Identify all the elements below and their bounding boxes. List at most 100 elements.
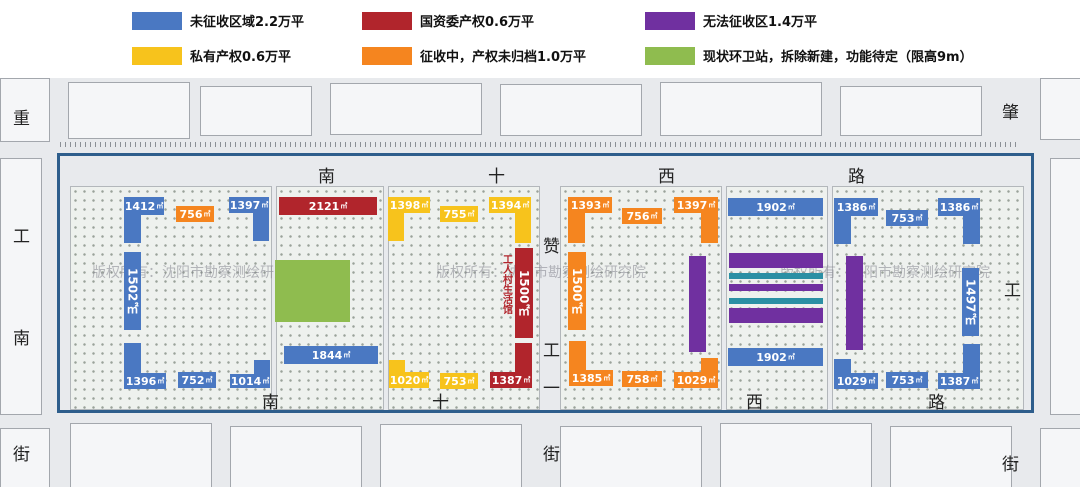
parcel-sanitation-station — [275, 260, 350, 322]
legend-item-private: 私有产权0.6万平 — [132, 46, 291, 65]
road-name: 西 — [746, 393, 763, 413]
legend-item-unexpropriated: 未征收区域2.2万平 — [132, 11, 304, 30]
legend-item-cannot-expropriate: 无法征收区1.4万平 — [645, 11, 817, 30]
map-block — [1040, 428, 1080, 487]
parcel-purple-bar — [729, 308, 823, 323]
road-name: 南 — [318, 167, 335, 187]
map-block — [500, 84, 642, 136]
road-name: 路 — [928, 393, 945, 413]
road-name: 街 — [1002, 455, 1019, 475]
road-name: 西 — [658, 167, 675, 187]
road-name: 南 — [262, 393, 279, 413]
parcel-1393-leg — [568, 213, 585, 243]
map-block — [890, 426, 1012, 487]
watermark: 版权所有：沈阳市勘察测绘研究院 — [436, 265, 646, 281]
map-block — [0, 428, 50, 487]
parcel-purple-bar — [729, 284, 823, 291]
parcel-1398-leg — [388, 213, 404, 241]
legend-item-state-owned: 国资委产权0.6万平 — [362, 11, 534, 30]
map-block — [840, 86, 982, 136]
parcel-1014-leg — [254, 360, 270, 374]
parcel-1387b-leg — [963, 344, 980, 374]
map-block — [720, 423, 872, 487]
parcel-1386a-leg — [834, 216, 851, 244]
parcel-1386b-leg — [963, 216, 980, 244]
map-block — [200, 86, 312, 136]
legend-swatch-yellow — [132, 46, 182, 65]
parcel-1385-leg — [569, 341, 586, 371]
parcel-1020-leg — [389, 360, 405, 374]
road-name: 工 — [1004, 281, 1021, 301]
legend-swatch-orange — [362, 46, 412, 65]
road-name: 肇 — [1002, 103, 1019, 123]
map-block — [0, 78, 50, 142]
road-name: 十 — [432, 393, 449, 413]
watermark: 版权所有：沈阳市勘察测绘研究院 — [92, 265, 302, 281]
legend: 未征收区域2.2万平 国资委产权0.6万平 无法征收区1.4万平 私有产权0.6… — [0, 0, 1080, 78]
parcel-1412-leg — [124, 215, 141, 243]
watermark: 版权所有：沈阳市勘察测绘研究院 — [780, 265, 990, 281]
road-name: 南 — [13, 329, 30, 349]
map-block — [70, 423, 212, 487]
legend-item-in-progress: 征收中，产权未归档1.0万平 — [362, 46, 586, 65]
legend-swatch-red — [362, 11, 412, 30]
map-block — [230, 426, 362, 487]
map-rail — [60, 142, 1020, 147]
parcel-1029b-leg — [834, 359, 851, 373]
tree-block — [70, 186, 272, 410]
legend-label: 国资委产权0.6万平 — [420, 15, 535, 30]
map-block — [560, 426, 702, 487]
map-block — [0, 158, 42, 415]
road-name: 重 — [13, 109, 30, 129]
legend-swatch-purple — [645, 11, 695, 30]
parcel-purple-bar — [846, 256, 863, 350]
map-block — [330, 83, 482, 135]
site-boundary — [57, 153, 1034, 413]
parcel-1394-leg — [515, 213, 531, 243]
road-name: 工 — [543, 341, 560, 361]
parcel-teal-strip — [729, 273, 823, 279]
legend-item-sanitation-station: 现状环卫站，拆除新建，功能待定（限高9m） — [645, 46, 973, 65]
parcel-teal-strip — [729, 298, 823, 304]
legend-label: 未征收区域2.2万平 — [190, 15, 305, 30]
tree-block — [832, 186, 1024, 410]
parcel-purple-bar — [689, 256, 706, 352]
parcel-1396-leg — [124, 343, 141, 373]
museum-label: 工人村生活馆 — [500, 254, 512, 314]
road-name: 十 — [488, 167, 505, 187]
parcel-purple-bar — [729, 253, 823, 268]
parcel-1397a-leg — [253, 213, 269, 241]
site-map: 南 十 西 路 南 十 西 路 重 工 南 街 肇 工 街 赞 工 一 街 版权… — [0, 78, 1080, 487]
parcel-1029a-leg — [701, 358, 718, 372]
road-name: 工 — [13, 227, 30, 247]
road-name: 街 — [13, 445, 30, 465]
road-name: 赞 — [543, 237, 560, 257]
legend-label: 现状环卫站，拆除新建，功能待定（限高9m） — [703, 50, 973, 65]
map-block — [1050, 158, 1080, 415]
